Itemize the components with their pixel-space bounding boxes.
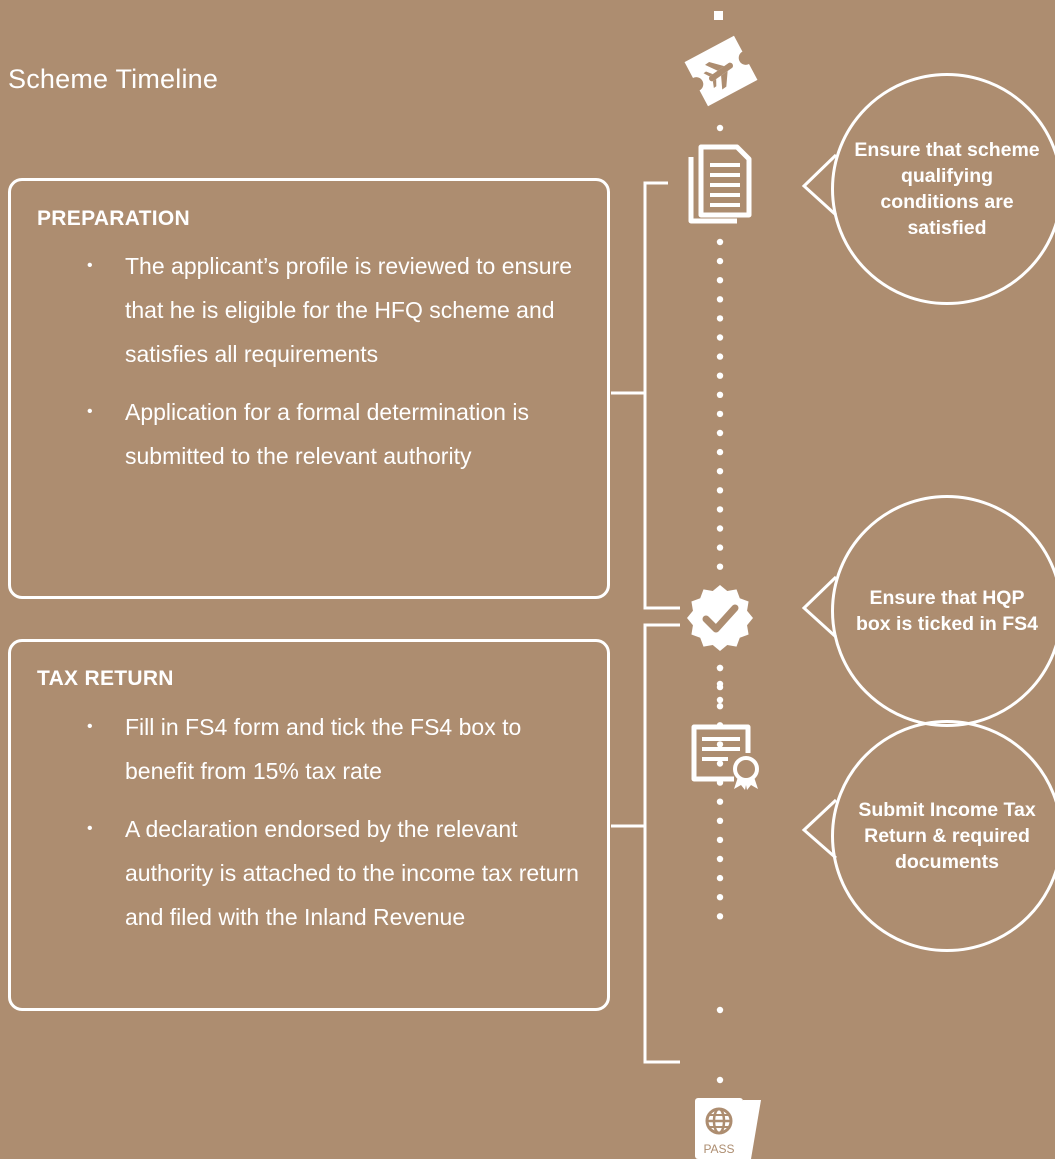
callout-1-tail xyxy=(801,153,838,217)
tax-return-bullet-1: Fill in FS4 form and tick the FS4 box to… xyxy=(11,705,607,793)
timeline-dot xyxy=(716,894,724,901)
timeline-dot xyxy=(716,683,724,691)
preparation-list: The applicant’s profile is reviewed to e… xyxy=(11,244,607,492)
timeline-dot xyxy=(716,696,724,704)
timeline-dot xyxy=(716,238,724,246)
timeline-dot xyxy=(716,817,724,824)
callout-qualifying-conditions: Ensure that scheme qualifying conditions… xyxy=(831,73,1055,305)
timeline-dot xyxy=(716,741,724,748)
preparation-heading: PREPARATION xyxy=(37,207,191,230)
preparation-bullet-2: Application for a formal determination i… xyxy=(11,390,607,478)
timeline-dot xyxy=(716,334,724,341)
tax-return-list: Fill in FS4 form and tick the FS4 box to… xyxy=(11,705,607,953)
passport-label: PASS xyxy=(703,1142,734,1156)
timeline-dot xyxy=(716,525,724,532)
timeline-dot xyxy=(716,506,724,513)
timeline-dot xyxy=(716,353,724,360)
timeline-dot xyxy=(716,703,724,710)
page-title: Scheme Timeline xyxy=(8,64,219,94)
timeline-dot xyxy=(716,448,724,456)
timeline-dot xyxy=(716,410,724,418)
timeline-dot xyxy=(716,315,724,322)
preparation-box: PREPARATION The applicant’s profile is r… xyxy=(8,178,610,599)
timeline-dot xyxy=(716,563,724,570)
documents-icon xyxy=(688,144,752,224)
badge-check-icon xyxy=(687,585,753,651)
callout-2-tail xyxy=(801,575,838,639)
callout-3-tail xyxy=(801,798,838,860)
timeline-dot xyxy=(716,257,724,265)
timeline-dot xyxy=(716,429,724,437)
timeline-dot xyxy=(716,487,724,494)
timeline-dot xyxy=(716,544,724,551)
tax-bracket xyxy=(643,623,680,1064)
tax-return-box: TAX RETURN Fill in FS4 form and tick the… xyxy=(8,639,610,1011)
tax-return-bullet-2: A declaration endorsed by the relevant a… xyxy=(11,807,607,939)
timeline-dot xyxy=(716,1076,724,1084)
timeline-dot xyxy=(716,664,724,672)
timeline-dot xyxy=(716,468,724,475)
preparation-bracket xyxy=(643,181,680,610)
plane-ticket-icon xyxy=(684,35,758,107)
timeline-dot xyxy=(716,124,724,132)
timeline-dot xyxy=(716,372,724,379)
certificate-icon xyxy=(691,724,759,790)
timeline-dot xyxy=(716,874,724,882)
timeline-dot xyxy=(716,855,724,863)
timeline-dot xyxy=(716,798,724,805)
tax-return-heading: TAX RETURN xyxy=(37,667,174,690)
passport-icon: PASS xyxy=(695,1098,761,1159)
callout-submit-return: Submit Income Tax Return & required docu… xyxy=(831,720,1055,952)
timeline-start-marker xyxy=(714,11,723,20)
timeline-dot xyxy=(716,836,724,844)
timeline-dot xyxy=(716,913,724,920)
timeline-dot xyxy=(716,1006,724,1014)
timeline-dots xyxy=(716,124,724,1084)
timeline-dot xyxy=(716,296,724,303)
timeline-dot xyxy=(716,277,724,284)
preparation-bullet-1: The applicant’s profile is reviewed to e… xyxy=(11,244,607,376)
timeline-dot xyxy=(716,391,724,398)
callout-hqp-box: Ensure that HQP box is ticked in FS4 xyxy=(831,495,1055,727)
timeline-dot xyxy=(716,760,724,767)
